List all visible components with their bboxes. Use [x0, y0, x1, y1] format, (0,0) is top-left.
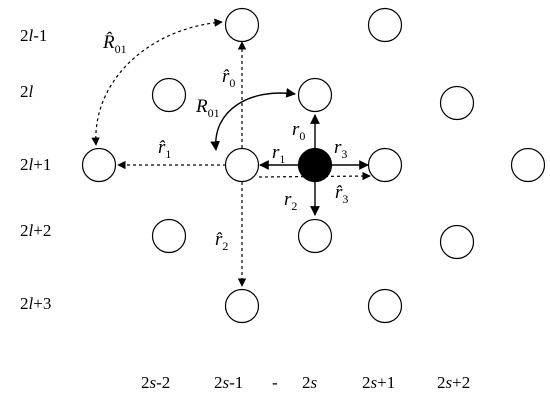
label-R01: R01 — [195, 96, 220, 120]
label-r1-hat: r̂1 — [158, 137, 171, 161]
site-open — [224, 147, 260, 183]
col-label-2s-1: 2s-1 — [214, 373, 243, 392]
site-open — [439, 224, 475, 260]
col-label-2s+1: 2s+1 — [362, 373, 395, 392]
site-open — [297, 218, 333, 254]
site-open — [367, 147, 403, 183]
site-open — [151, 218, 187, 254]
col-label-2s+2: 2s+2 — [437, 373, 470, 392]
label-R01-hat: R̂01 — [102, 32, 127, 56]
col-label-2s-2: 2s-2 — [141, 373, 170, 392]
site-open — [81, 147, 117, 183]
site-open — [510, 147, 546, 183]
R01-arc — [210, 87, 296, 151]
site-open — [224, 288, 260, 324]
label-r2-hat: r̂2 — [215, 229, 228, 253]
row-label-2l+1: 2l+1 — [20, 155, 51, 174]
row-label-2l: 2l — [20, 82, 34, 101]
site-open — [367, 7, 403, 43]
label-r3-hat: r̂3 — [335, 182, 348, 206]
row-label-2l-1: 2l-1 — [20, 26, 47, 45]
label-r3: r3 — [334, 137, 347, 161]
site-open — [367, 288, 403, 324]
col-label-2s: 2s — [302, 373, 318, 392]
site-open — [297, 77, 333, 113]
label-r0: r0 — [292, 119, 305, 143]
site-open — [151, 77, 187, 113]
site-filled — [297, 147, 333, 183]
label-r0-hat: r̂0 — [222, 66, 235, 90]
site-open — [439, 85, 475, 121]
label-r2: r2 — [284, 189, 297, 213]
R01-hat-arc — [91, 18, 223, 146]
lattice-sites — [81, 7, 546, 324]
label-r1: r1 — [272, 142, 285, 166]
site-open — [224, 7, 260, 43]
row-label-2l+2: 2l+2 — [20, 221, 51, 240]
row-label-2l+3: 2l+3 — [20, 294, 51, 313]
stray-dash: - — [272, 373, 278, 392]
